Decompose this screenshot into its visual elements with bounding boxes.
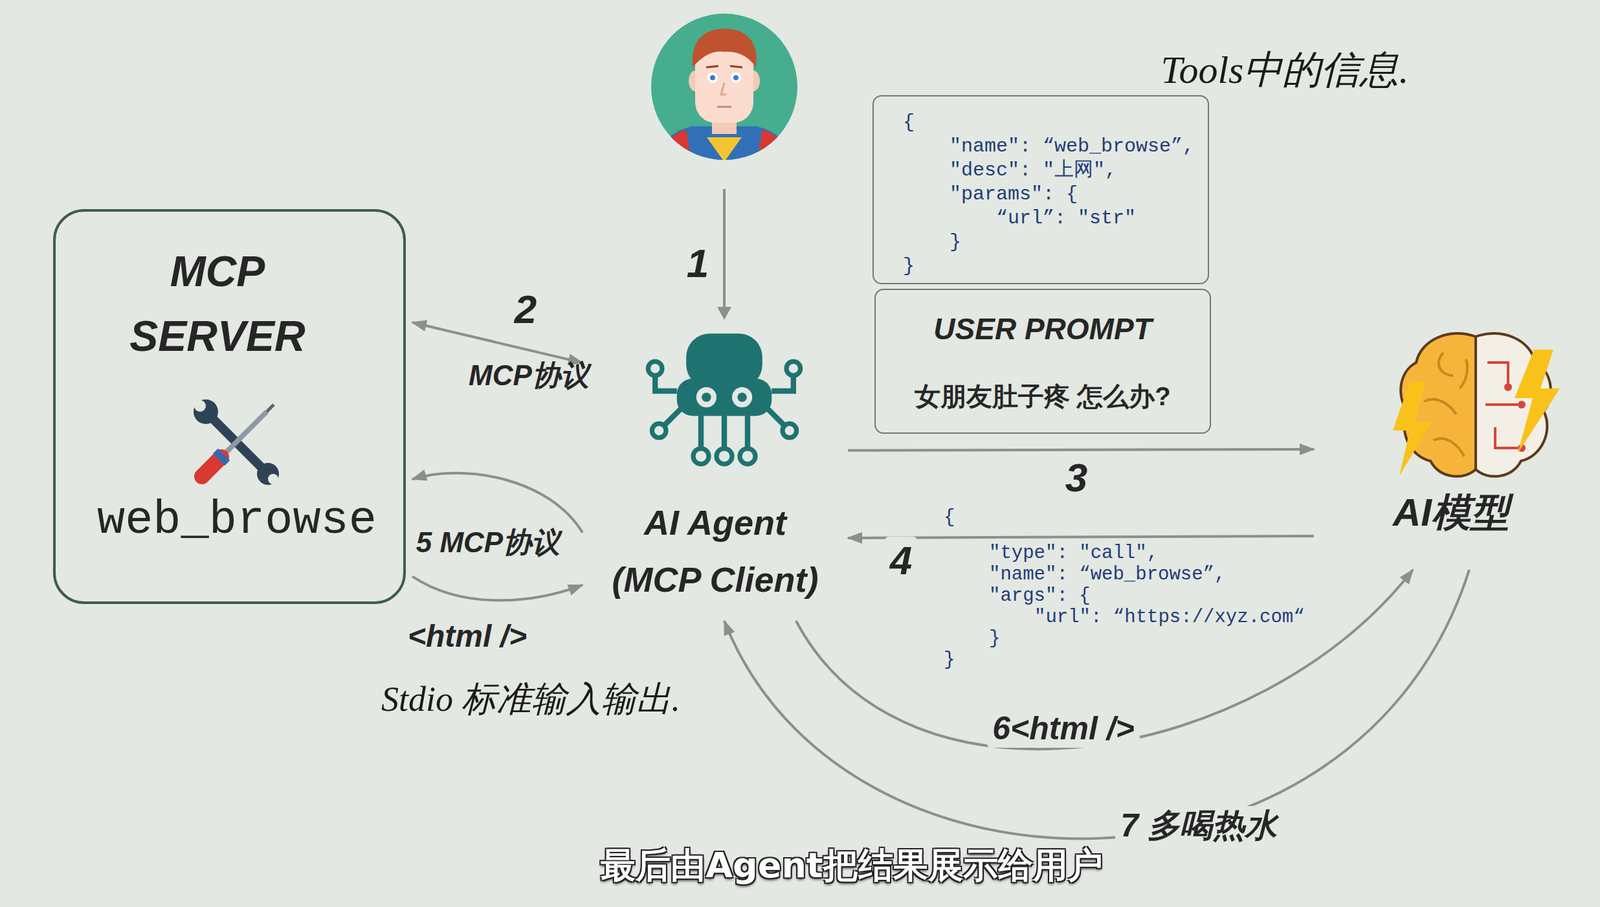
tool-icon	[193, 399, 279, 485]
agent-node-dot	[716, 448, 733, 465]
brows	[706, 66, 743, 68]
circuit-dot	[1504, 383, 1512, 391]
edge-label: 5 MCP协议	[411, 525, 566, 560]
circuit-dot	[1517, 400, 1526, 409]
model-label: AI模型	[1392, 489, 1510, 536]
screwdriver-shaft	[220, 411, 267, 459]
connector	[412, 576, 583, 600]
screwdriver-band	[218, 454, 224, 460]
wrench-head	[193, 399, 219, 424]
pupil	[733, 75, 739, 81]
lightning-bolt	[1514, 349, 1560, 454]
handwritten-note: Stdio 标准输入输出.	[381, 678, 681, 721]
code-line: "params": {	[949, 182, 1078, 206]
connector	[847, 449, 1314, 451]
code-line: {	[943, 506, 955, 530]
edge-label: 2	[509, 285, 542, 334]
brain-icon	[1392, 333, 1560, 477]
cape	[755, 129, 792, 169]
edge-label: <html />	[402, 617, 533, 656]
caption: 最后由Agent把结果展示给用户	[600, 844, 1103, 887]
code-line: {	[902, 110, 915, 134]
code-line: “url”: "str"	[996, 206, 1136, 230]
tool-name: web_browse	[97, 492, 377, 549]
json-box: { "name": “web_browse”,"desc": "上网","para…	[872, 95, 1210, 285]
agent-label: AI Agent (MCP Client)	[601, 493, 829, 608]
wrench-head	[256, 462, 279, 485]
agent-pupil	[737, 392, 747, 402]
agent-tentacles	[700, 414, 748, 449]
lightning-bolt	[1392, 381, 1432, 476]
edge-label: 3	[1060, 453, 1093, 502]
handwritten-note: Tools中的信息.	[1161, 46, 1410, 94]
agent-node-dot	[651, 423, 667, 438]
pupil	[710, 75, 716, 81]
wrench-notch	[194, 400, 206, 412]
code-line: "args": {	[988, 585, 1091, 608]
wrench-notch	[267, 473, 279, 485]
agent-pupil	[701, 392, 711, 402]
nose	[721, 82, 727, 95]
server-title: MCP SERVER	[120, 238, 315, 369]
agent-node: AI Agent (MCP Client)	[588, 320, 842, 615]
protocol-label: MCP协议	[468, 358, 589, 393]
agent-icon	[647, 333, 800, 465]
server-box: MCP SERVER web_browse	[53, 209, 406, 604]
mouth	[717, 106, 732, 109]
prompt-box: USER PROMPT 女朋友肚子疼 怎么办?	[874, 288, 1212, 434]
agent-eye	[696, 387, 717, 408]
agent-node-dot	[739, 448, 756, 465]
eye	[730, 72, 742, 83]
connector	[847, 535, 1314, 538]
code-line: }	[949, 230, 962, 254]
callout-number: 1	[686, 239, 709, 288]
code-line: "desc": "上网",	[949, 158, 1117, 182]
code-line: "name": “web_browse”,	[988, 563, 1226, 587]
brain-folds	[1423, 352, 1468, 457]
code-line: "name": “web_browse”,	[949, 134, 1195, 158]
screwdriver-handle	[201, 456, 222, 477]
arrow-head	[717, 306, 732, 320]
user-avatar	[653, 28, 795, 169]
emblem	[706, 137, 742, 162]
arrow-line	[722, 188, 726, 309]
code-line: "type": "call",	[988, 542, 1158, 566]
agent-node-dot	[693, 448, 709, 465]
code-line: "url": “https://xyz.com“	[1034, 606, 1305, 630]
hair	[692, 28, 757, 68]
edge-label: 6<html />	[987, 708, 1140, 748]
agent-eye	[732, 387, 753, 408]
connector	[796, 569, 1413, 749]
connector	[724, 569, 1470, 839]
code-line: }	[943, 649, 955, 672]
connector	[412, 473, 583, 533]
prompt-text: 女朋友肚子疼 怎么办?	[914, 380, 1171, 412]
agent-node-dot	[786, 361, 801, 376]
circuit-lines	[1485, 362, 1518, 448]
model-node: AI模型	[1320, 304, 1580, 564]
agent-arms	[655, 375, 794, 391]
eye	[707, 72, 718, 83]
agent-body	[677, 378, 772, 417]
code-line: }	[902, 254, 915, 278]
screwdriver-tip	[266, 404, 274, 412]
agent-node-dot	[647, 361, 663, 376]
edge-label: 7 多喝热水	[1115, 805, 1283, 845]
connector	[412, 322, 583, 363]
agent-node-dot	[782, 423, 797, 438]
code-line: }	[988, 627, 1000, 651]
cape	[656, 129, 693, 169]
edge-label: 4	[884, 536, 918, 585]
prompt-title: USER PROMPT	[933, 311, 1152, 347]
